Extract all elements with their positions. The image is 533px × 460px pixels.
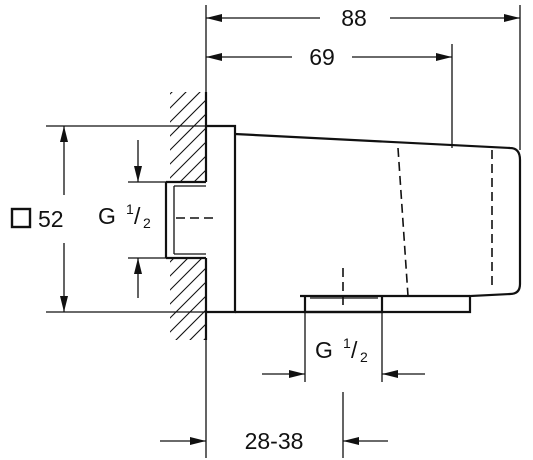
body-outline <box>234 132 522 314</box>
arrow-left <box>206 14 222 22</box>
arrow-right <box>289 370 305 378</box>
wall-thread-nipple <box>164 180 215 260</box>
wall-hatching <box>170 92 206 340</box>
dimension-body-length: 69 <box>206 44 453 148</box>
wall-thread-letter: G <box>98 203 116 229</box>
arrow-right <box>436 53 452 61</box>
arrow-down <box>60 296 68 312</box>
dimension-wall-thread: G 1 / 2 <box>98 140 166 298</box>
arrow-left <box>343 437 359 445</box>
dimension-square-size: 52 <box>10 125 206 313</box>
outlet-nipple <box>303 296 384 314</box>
square-size-label: 52 <box>38 206 64 232</box>
outlet-thread-slash: / <box>351 337 358 363</box>
outlet-thread-denominator: 2 <box>360 349 368 365</box>
dimension-overall-length: 88 <box>205 5 521 150</box>
fitting-body <box>206 124 522 314</box>
dimension-wall-depth: 28-38 <box>160 340 388 458</box>
wall-depth-label: 28-38 <box>245 428 304 454</box>
body-length-label: 69 <box>309 44 335 70</box>
holder-hidden-line-left <box>397 147 409 297</box>
overall-length-label: 88 <box>341 5 367 31</box>
arrow-left <box>206 53 222 61</box>
square-outline-icon <box>10 207 32 229</box>
outlet-thread-numerator: 1 <box>343 335 351 351</box>
arrow-down <box>134 166 142 182</box>
wall-thread-slash: / <box>134 203 141 229</box>
wall-thread-numerator: 1 <box>126 201 134 217</box>
wall-rosette <box>206 124 237 314</box>
arrow-right <box>190 437 206 445</box>
wall-thread-denominator: 2 <box>143 215 151 231</box>
arrow-right <box>504 14 520 22</box>
arrow-up <box>60 126 68 142</box>
arrow-left <box>382 370 398 378</box>
dimension-outlet-thread: G 1 / 2 <box>262 312 425 382</box>
wall-section <box>170 92 208 340</box>
arrow-up <box>134 258 142 274</box>
outlet-thread-letter: G <box>315 337 333 363</box>
